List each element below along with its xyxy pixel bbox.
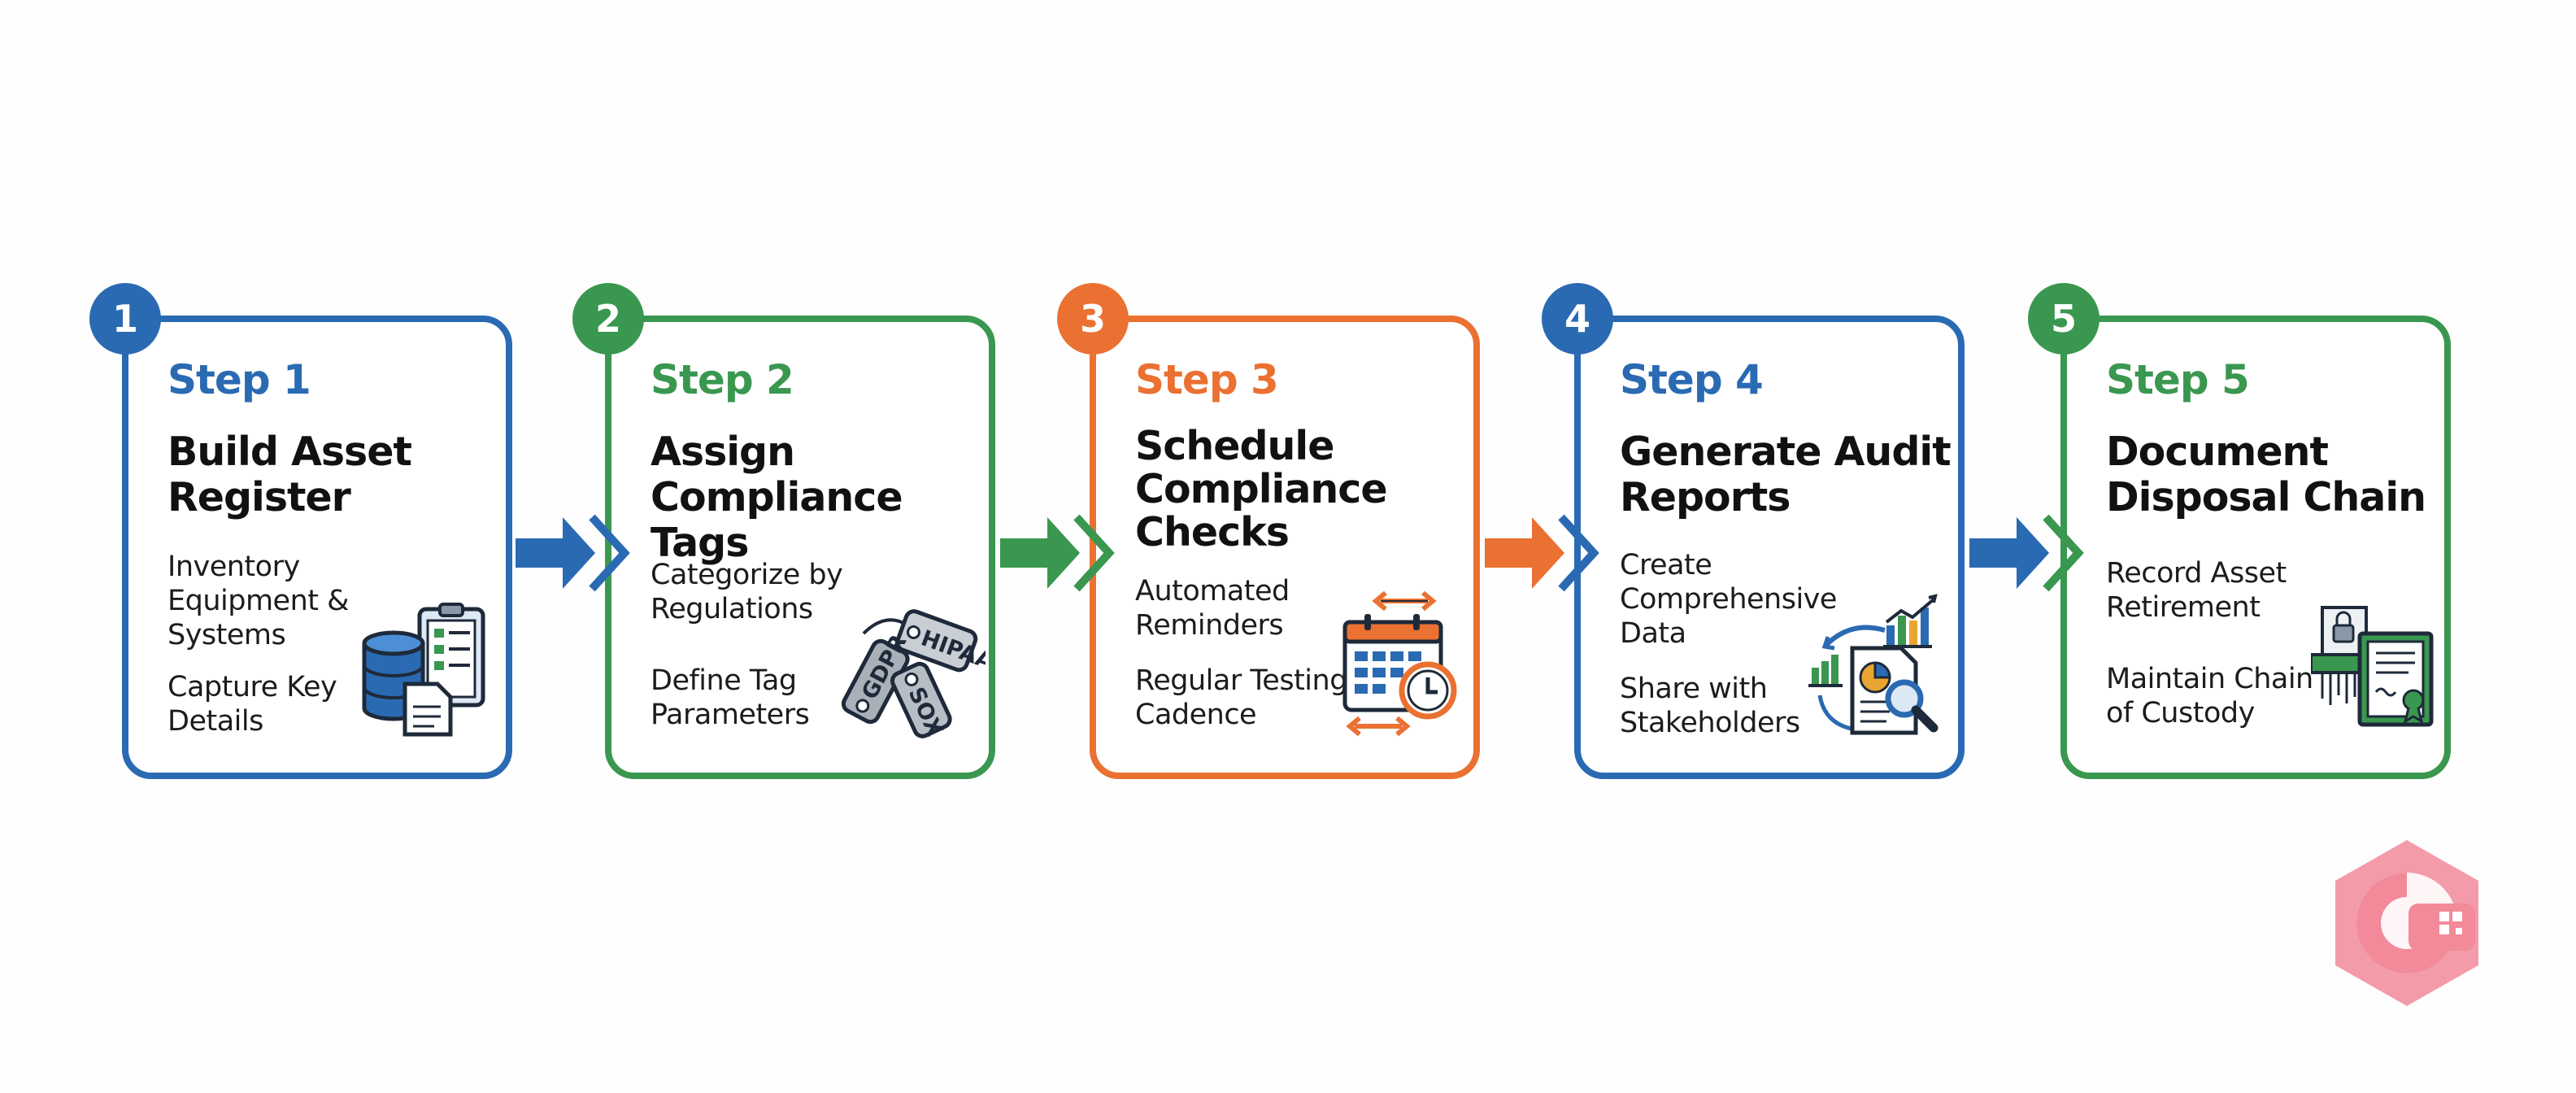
step-number-badge: 3 [1057,283,1129,355]
step-label: Step 3 [1135,356,1279,403]
compliance-tags-icon: HIPAA GDPR SOX [841,609,986,740]
step-label: Step 1 [168,356,311,403]
step-item: Regular Testing Cadence [1135,664,1347,731]
step-number-badge: 1 [89,283,161,355]
step-item: Record Asset Retirement [2106,557,2287,624]
step-title: Document Disposal Chain [2106,429,2426,520]
connector-arrow-2 [1000,514,1115,592]
database-clipboard-icon [362,603,485,737]
calendar-clock-icon [1342,590,1457,737]
step-number-badge: 4 [1542,283,1613,355]
connector-arrow-1 [516,514,630,592]
step-item: Automated Reminders [1135,575,1290,642]
step-card-1: 1 Step 1 Build Asset Register Inventory … [89,283,512,779]
step-item: Inventory Equipment & Systems [168,551,349,651]
step-label: Step 4 [1620,356,1764,403]
step-title: Assign Compliance Tags [651,429,903,566]
step-item: Create Comprehensive Data [1620,549,1837,650]
report-analytics-icon [1808,594,1939,735]
step-title: Schedule Compliance Checks [1135,423,1388,555]
step-label: Step 5 [2106,356,2250,403]
logo-watermark-icon [2335,840,2478,1006]
step-number-badge: 2 [572,283,644,355]
step-item: Define Tag Parameters [651,664,810,731]
step-card-5: 5 Step 5 Document Disposal Chain Record … [2028,283,2451,779]
step-number-badge: 5 [2028,283,2100,355]
connector-arrow-3 [1485,514,1599,592]
step-title: Generate Audit Reports [1620,429,1952,520]
step-item: Maintain Chain of Custody [2106,663,2313,729]
shredder-certificate-icon [2311,606,2434,727]
step-card-3: 3 Step 3 Schedule Compliance Checks Auto… [1057,283,1480,779]
step-card-2: 2 Step 2 Assign Compliance Tags Categori… [572,283,995,779]
connector-arrow-4 [1969,514,2084,592]
step-item: Share with Stakeholders [1620,673,1800,739]
step-card-4: 4 Step 4 Generate Audit Reports Create C… [1542,283,1965,779]
step-item: Categorize by Regulations [651,559,843,625]
step-label: Step 2 [651,356,794,403]
step-item: Capture Key Details [168,671,337,738]
step-title: Build Asset Register [168,429,412,520]
